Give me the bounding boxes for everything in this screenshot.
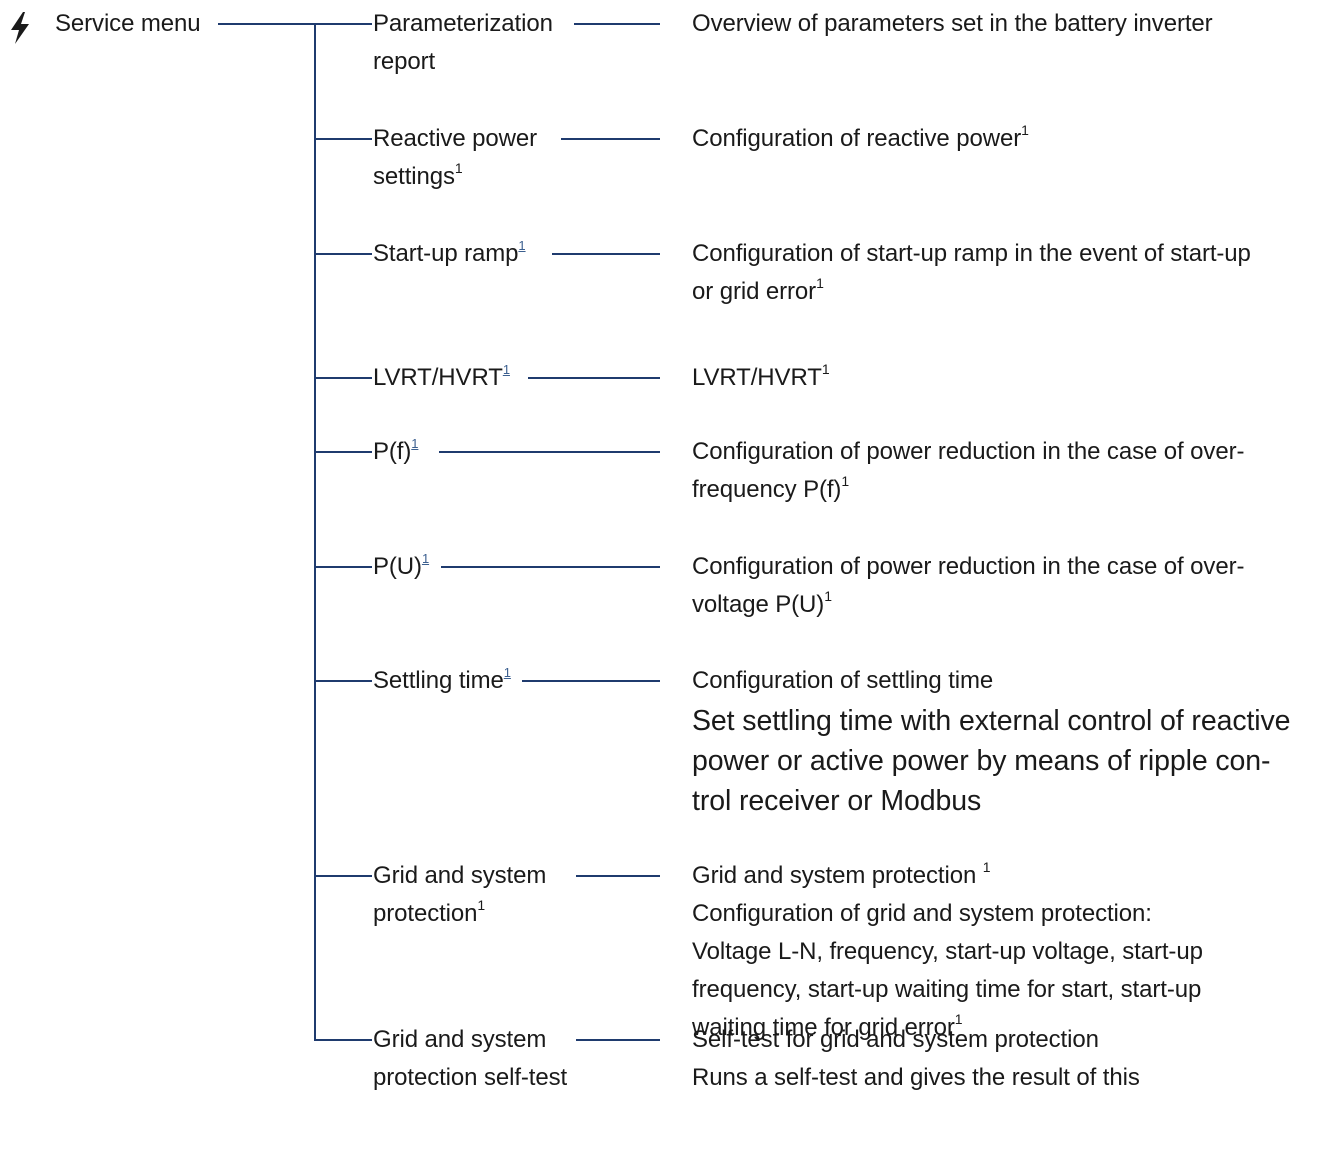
description-connector [439, 451, 660, 453]
branch-connector [314, 875, 372, 877]
item-description: Configuration of power reduction in the … [692, 438, 1245, 503]
item-description: Configuration of power reduction in the … [692, 553, 1245, 618]
item-label-p-f: P(f)1 [373, 436, 419, 465]
item-label-start-up-ramp: Start-up ramp1 [373, 238, 526, 267]
branch-connector [314, 23, 372, 25]
item-description: Configuration of start-up ramp in the ev… [692, 240, 1251, 305]
footnote-link[interactable]: 1 [411, 436, 419, 451]
trunk-line [314, 23, 316, 1041]
branch-connector [314, 377, 372, 379]
footnote-link[interactable]: 1 [518, 238, 526, 253]
item-description-extended: Set settling time with external control … [692, 705, 1291, 817]
item-description: Grid and system protection 1 Configurati… [692, 859, 1203, 1041]
item-description: Configuration of reactive power1 [692, 122, 1029, 152]
item-label-settling-time: Settling time1 [373, 665, 511, 694]
item-label-lvrt-hvrt: LVRT/HVRT1 [373, 362, 510, 391]
item-description: LVRT/HVRT1 [692, 361, 830, 391]
footnote-link[interactable]: 1 [421, 551, 430, 566]
item-description: Configuration of settling time [692, 667, 994, 694]
root-label: Service menu [55, 10, 201, 37]
lightning-bolt-icon [11, 12, 29, 44]
description-connector [522, 680, 660, 682]
item-label-p-u: P(U)1 [373, 551, 430, 580]
branch-connector [314, 451, 372, 453]
branch-connector [314, 1039, 372, 1041]
branch-connector [314, 566, 372, 568]
description-connector [552, 253, 660, 255]
item-description: Self-test for grid and system protection… [692, 1026, 1140, 1091]
footnote-link[interactable]: 1 [503, 665, 511, 680]
item-description: Overview of parameters set in the batter… [692, 10, 1213, 37]
description-connector [576, 875, 660, 877]
branch-connector [314, 680, 372, 682]
description-connector [561, 138, 660, 140]
description-connector [576, 1039, 660, 1041]
description-connector [441, 566, 660, 568]
footnote-link[interactable]: 1 [502, 362, 510, 377]
description-connector [574, 23, 660, 25]
branch-connector [314, 253, 372, 255]
description-connector [528, 377, 660, 379]
root-connector [218, 23, 316, 25]
branch-connector [314, 138, 372, 140]
